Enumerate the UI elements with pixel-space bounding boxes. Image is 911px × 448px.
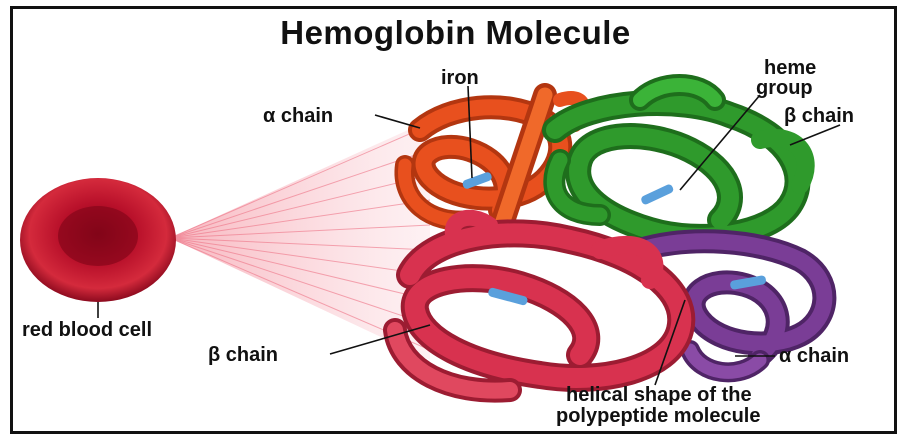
helical-shape-label-line1: helical shape of the [566, 385, 752, 405]
red-blood-cell [20, 178, 176, 302]
heme-group-label-line2: group [756, 78, 813, 98]
iron-label: iron [441, 68, 479, 88]
beta-chain-top [554, 85, 805, 237]
red-blood-cell-label: red blood cell [22, 320, 152, 340]
heme-group-label-line1: heme [764, 58, 816, 78]
beta-chain-bottom [395, 218, 681, 391]
alpha-chain-top-label: α chain [263, 106, 333, 126]
alpha-chain-bottom-label: α chain [779, 346, 849, 366]
helical-shape-label-line2: polypeptide molecule [556, 406, 760, 426]
page-title: Hemoglobin Molecule [0, 16, 911, 49]
beta-chain-bottom-label: β chain [208, 345, 278, 365]
beta-chain-top-label: β chain [784, 106, 854, 126]
